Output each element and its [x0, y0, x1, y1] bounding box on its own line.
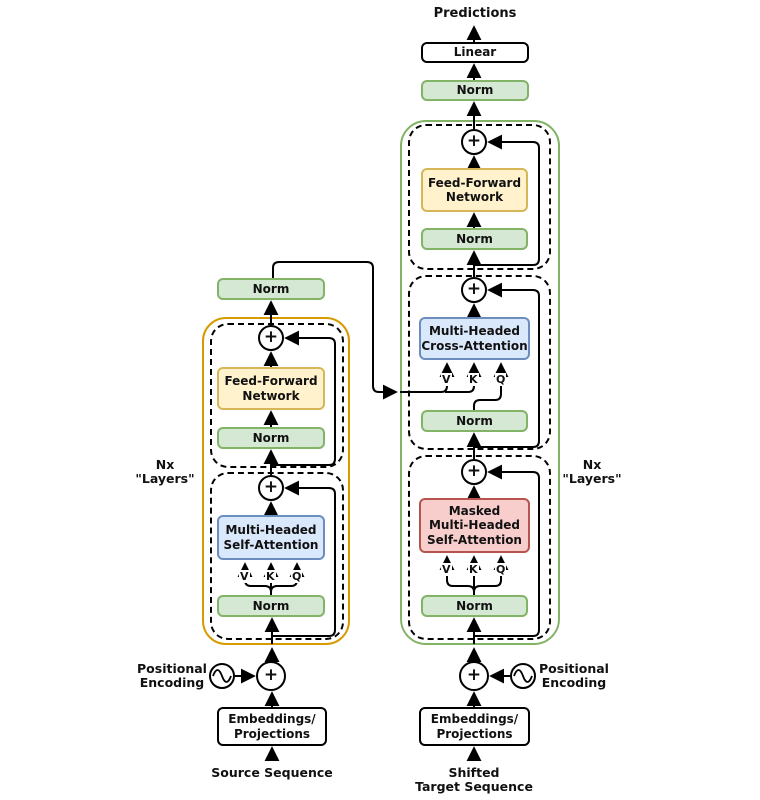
- encoder-embeddings-box: Embeddings/ Projections: [217, 707, 327, 746]
- decoder-ffn-norm-box: Norm: [421, 228, 528, 250]
- decoder-nx-layers-label: Nx "Layers": [562, 457, 622, 487]
- query-label: Q: [495, 563, 507, 576]
- key-label: K: [468, 373, 479, 386]
- add-icon: +: [258, 325, 284, 351]
- encoder-feed-forward-box: Feed-Forward Network: [217, 367, 325, 410]
- decoder-ffn-sublayer-block: [408, 124, 551, 270]
- encoder-attention-residual: [272, 480, 336, 637]
- add-icon: +: [461, 459, 487, 485]
- encoder-input-norm-box: Norm: [217, 595, 325, 617]
- positional-encoding-icon: [209, 663, 235, 689]
- cross-attention-value-wire: [400, 362, 455, 393]
- decoder-output-norm-box: Norm: [421, 80, 529, 101]
- masked-self-attention-box: Masked Multi-Headed Self-Attention: [419, 498, 530, 553]
- encoder-container: [202, 317, 350, 645]
- key-label: K: [265, 570, 276, 583]
- add-icon: +: [461, 129, 487, 155]
- add-icon: +: [258, 475, 284, 501]
- add-icon: +: [461, 277, 487, 303]
- decoder-cross-attention-residual: [474, 282, 540, 448]
- encoder-ffn-sublayer-block: [210, 323, 344, 468]
- encoder-nx-layers-label: Nx "Layers": [135, 457, 195, 487]
- value-label: V: [441, 563, 452, 576]
- decoder-positional-encoding-label: Positional Encoding: [539, 661, 609, 691]
- encoder-to-decoder-wire: [272, 261, 398, 400]
- value-label: V: [239, 570, 250, 583]
- positional-encoding-icon: [510, 663, 536, 689]
- encoder-output-norm-box: Norm: [217, 278, 325, 300]
- key-label: K: [468, 563, 479, 576]
- query-label: Q: [495, 373, 507, 386]
- encoder-ffn-norm-box: Norm: [217, 427, 325, 449]
- linear-box: Linear: [421, 42, 529, 63]
- add-icon: +: [459, 661, 489, 691]
- decoder-masked-attention-sublayer-block: [408, 455, 551, 640]
- predictions-label: Predictions: [433, 6, 517, 21]
- source-sequence-label: Source Sequence: [211, 765, 333, 780]
- decoder-cross-attention-sublayer-block: [408, 275, 551, 450]
- encoder-self-attention-sublayer-block: [210, 472, 344, 640]
- cross-attention-query-wire: [473, 362, 509, 410]
- shifted-target-sequence-label: Shifted Target Sequence: [415, 765, 533, 795]
- encoder-positional-encoding-label: Positional Encoding: [137, 661, 207, 691]
- value-label: V: [441, 373, 452, 386]
- decoder-embeddings-box: Embeddings/ Projections: [419, 707, 530, 746]
- decoder-container: [400, 120, 560, 645]
- decoder-masked-attention-residual: [474, 464, 540, 637]
- decoder-ffn-residual: [474, 134, 540, 266]
- decoder-feed-forward-box: Feed-Forward Network: [421, 168, 528, 212]
- encoder-ffn-residual: [271, 330, 336, 466]
- cross-attention-norm-box: Norm: [421, 410, 528, 432]
- cross-attention-key-wire: [445, 362, 482, 393]
- self-attention-box: Multi-Headed Self-Attention: [217, 515, 325, 560]
- cross-attention-box: Multi-Headed Cross-Attention: [419, 317, 530, 360]
- add-icon: +: [256, 661, 286, 691]
- decoder-input-norm-box: Norm: [421, 595, 528, 617]
- query-label: Q: [291, 570, 303, 583]
